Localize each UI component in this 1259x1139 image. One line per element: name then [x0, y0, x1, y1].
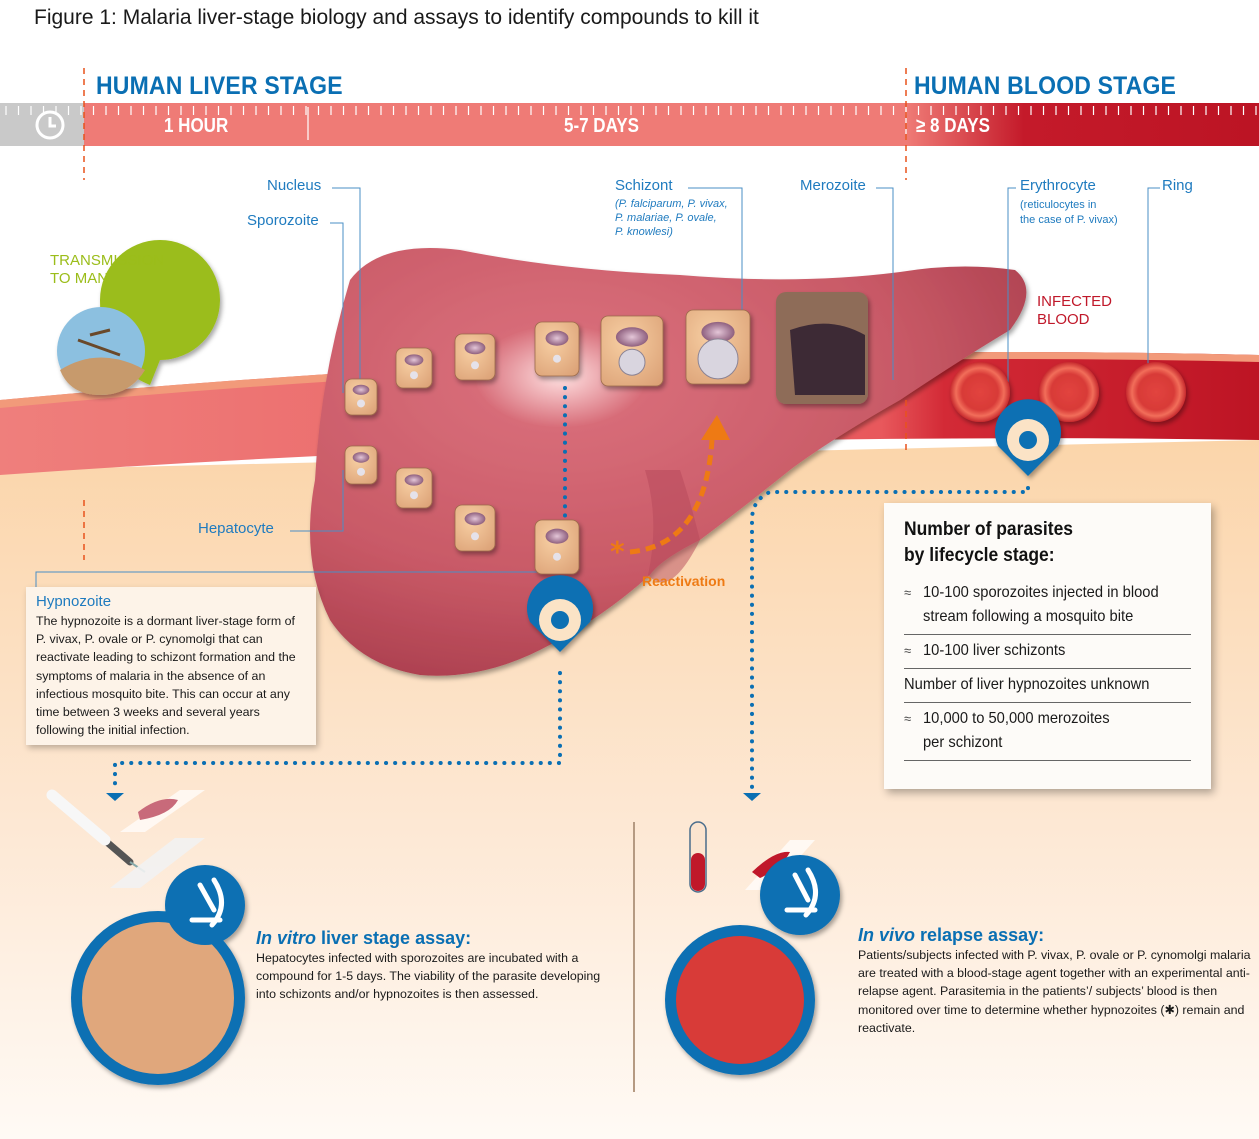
assay-divider: [633, 822, 635, 1092]
schizont-species-line-3: P. knowlesi): [615, 226, 673, 238]
callout-merozoite: Merozoite: [800, 177, 866, 194]
hepatocyte-cell: [454, 333, 496, 381]
callout-sporozoite: Sporozoite: [247, 212, 319, 229]
in-vivo-assay-text: In vivo relapse assay: Patients/subjects…: [858, 925, 1258, 1037]
schizont-species-line-2: P. malariae, P. ovale,: [615, 212, 717, 224]
pin-blood: [995, 399, 1061, 476]
count-title-line-1: Number of parasites: [904, 519, 1074, 540]
hepatocyte-cell: [454, 504, 496, 552]
blood-stage-heading: HUMAN BLOOD STAGE: [914, 72, 1177, 100]
red-blood-cell: [1126, 362, 1186, 422]
liver-stage-heading: HUMAN LIVER STAGE: [96, 72, 343, 100]
transmission-label-line-2: TO MAN: [50, 270, 109, 287]
blood-tube-icon: [689, 821, 707, 893]
hepatocyte-cell: [395, 347, 433, 389]
in-vitro-badge: [71, 865, 245, 1085]
hypnozoite-body: The hypnozoite is a dormant liver-stage …: [36, 614, 296, 738]
count-title-line-2: by lifecycle stage:: [904, 545, 1055, 566]
in-vitro-body: Hepatocytes infected with sporozoites ar…: [256, 951, 601, 1002]
parasite-count-text: Number of liver hypnozoites unknown: [904, 676, 1150, 693]
approx-symbol: ≈: [904, 585, 912, 600]
hepatocyte-cell: [344, 445, 378, 485]
in-vivo-title-rest: relapse assay:: [915, 925, 1045, 945]
hepatocyte-cell: [685, 309, 751, 385]
mosquito-badge: [57, 240, 220, 395]
infected-blood-label-line-2: BLOOD: [1037, 311, 1090, 328]
hepatocyte-cell: [600, 315, 664, 387]
in-vitro-title-rest: liver stage assay:: [316, 928, 472, 948]
transmission-label-line-1: TRANSMISSION: [50, 252, 165, 269]
erythrocyte-note-line-1: (reticulocytes in: [1020, 199, 1097, 211]
parasite-count-row: ≈10-100 liver schizonts: [904, 635, 1191, 669]
parasite-count-text: 10-100 liver schizonts: [923, 642, 1066, 659]
in-vitro-assay-text: In vitro liver stage assay: Hepatocytes …: [256, 928, 601, 1004]
schizont-species-line-1: (P. falciparum, P. vivax,: [615, 198, 728, 210]
red-blood-cell: [1039, 362, 1099, 422]
approx-symbol: ≈: [904, 711, 912, 726]
in-vivo-title-italic: In vivo: [858, 925, 916, 945]
hepatocyte-cell: [344, 378, 378, 416]
callout-erythrocyte: Erythrocyte: [1020, 177, 1096, 194]
timeline-label-1-hour: 1 HOUR: [164, 115, 229, 137]
hepatocyte-cell: [395, 467, 433, 509]
in-vivo-title: In vivo relapse assay:: [858, 925, 1258, 946]
hypnozoite-info-box: Hypnozoite The hypnozoite is a dormant l…: [26, 587, 316, 745]
in-vitro-title-italic: In vitro: [256, 928, 317, 948]
erythrocyte-note-line-2: the case of P. vivax): [1020, 214, 1118, 226]
clock-icon: [35, 110, 65, 140]
parasite-count-row: Number of liver hypnozoites unknown: [904, 669, 1191, 703]
red-blood-cell: [950, 362, 1010, 422]
parasite-count-box: Number of parasites by lifecycle stage: …: [884, 503, 1211, 789]
hepatocyte-cell: [534, 519, 580, 575]
timeline-label-5-7-days: 5-7 DAYS: [564, 115, 639, 137]
hypnozoite-star-icon: *: [610, 535, 625, 568]
microscope-icon: [189, 877, 224, 928]
pin-liver: [527, 575, 593, 652]
in-vitro-title: In vitro liver stage assay:: [256, 928, 601, 949]
callout-nucleus: Nucleus: [267, 177, 322, 194]
in-vivo-badge: [665, 855, 840, 1075]
hepatocyte-cell: [534, 321, 580, 377]
callout-ring: Ring: [1162, 177, 1193, 194]
infected-blood-label-line-1: INFECTED: [1037, 293, 1112, 310]
callout-hepatocyte: Hepatocyte: [198, 520, 274, 537]
in-vivo-body: Patients/subjects infected with P. vivax…: [858, 948, 1251, 1035]
callout-schizont: Schizont: [615, 177, 673, 194]
reactivation-label: Reactivation: [642, 573, 726, 589]
hypnozoite-title: Hypnozoite: [36, 593, 112, 610]
figure-title: Figure 1: Malaria liver-stage biology an…: [34, 6, 759, 29]
approx-symbol: ≈: [904, 643, 912, 658]
timeline-label-8-days: ≥ 8 DAYS: [916, 115, 990, 137]
